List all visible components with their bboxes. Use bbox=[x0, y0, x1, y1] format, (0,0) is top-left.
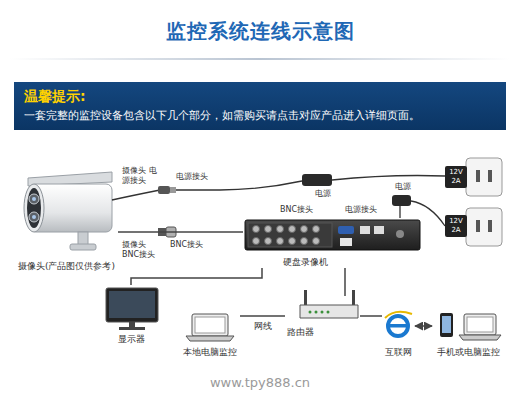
cable bbox=[240, 315, 285, 317]
wall-outlet bbox=[445, 158, 502, 196]
router-drawing bbox=[300, 290, 358, 318]
cable bbox=[131, 268, 262, 285]
internet: 互联网 bbox=[382, 312, 415, 358]
watermark: www.tpy888.cn bbox=[170, 375, 350, 391]
dvr-drawing bbox=[245, 220, 420, 250]
connector-label: BNC接头 bbox=[280, 205, 324, 215]
tip-heading: 温馨提示: bbox=[24, 87, 496, 105]
device-label: 互联网 bbox=[385, 346, 412, 358]
camera: 摄像头(产品图仅供参考) bbox=[15, 170, 118, 272]
local-pc: 本地电脑监控 bbox=[180, 312, 240, 358]
laptop-drawing bbox=[186, 314, 234, 341]
wall-outlet bbox=[445, 208, 502, 246]
connector-label: BNC接头 bbox=[170, 240, 210, 250]
cable bbox=[360, 315, 382, 317]
connector-label: 摄像头 电源接头 bbox=[122, 166, 158, 186]
inline-power-box bbox=[302, 174, 332, 186]
device-label: 显示器 bbox=[118, 333, 145, 345]
device-label: 硬盘录像机 bbox=[283, 256, 328, 268]
connector-label: 摄像头 BNC接头 bbox=[122, 240, 162, 260]
cable bbox=[415, 325, 432, 327]
connector-label: 电源接头 bbox=[176, 172, 216, 182]
monitor-drawing bbox=[106, 288, 158, 330]
remote-devices-drawing bbox=[440, 313, 501, 340]
remote-monitor: 手机或电脑监控 bbox=[432, 312, 505, 358]
cable bbox=[118, 231, 243, 233]
device-label: 摄像头(产品图仅供参考) bbox=[18, 260, 115, 272]
device-label: 路由器 bbox=[287, 326, 314, 338]
device-label: 本地电脑监控 bbox=[183, 346, 237, 358]
camera-drawing bbox=[24, 172, 176, 250]
router: 路由器 bbox=[285, 296, 360, 338]
tip-band: 温馨提示: 一套完整的监控设备包含以下几个部分，如需购买请点击对应产品进入详细页面… bbox=[14, 82, 506, 130]
diagram-title: 监控系统连线示意图 bbox=[0, 18, 520, 45]
monitor: 显示器 bbox=[100, 285, 162, 345]
power-label: 电源 bbox=[306, 189, 340, 199]
tip-body: 一套完整的监控设备包含以下几个部分，如需购买请点击对应产品进入详细页面。 bbox=[24, 108, 496, 124]
edge-label: 网线 bbox=[253, 321, 273, 331]
inline-power-box bbox=[392, 195, 411, 206]
adapter-rating: 12V 2A bbox=[445, 217, 467, 235]
title-rule bbox=[10, 58, 510, 60]
internet-icon bbox=[385, 312, 412, 336]
dvr-recorder: 硬盘录像机 bbox=[243, 218, 422, 268]
connector-label: 电源接头 bbox=[345, 205, 389, 215]
device-label: 手机或电脑监控 bbox=[437, 346, 500, 358]
power-label: 电源 bbox=[388, 182, 418, 192]
cable bbox=[344, 268, 346, 296]
tip-band-ground bbox=[14, 82, 506, 130]
adapter-rating: 12V 2A bbox=[445, 168, 467, 186]
